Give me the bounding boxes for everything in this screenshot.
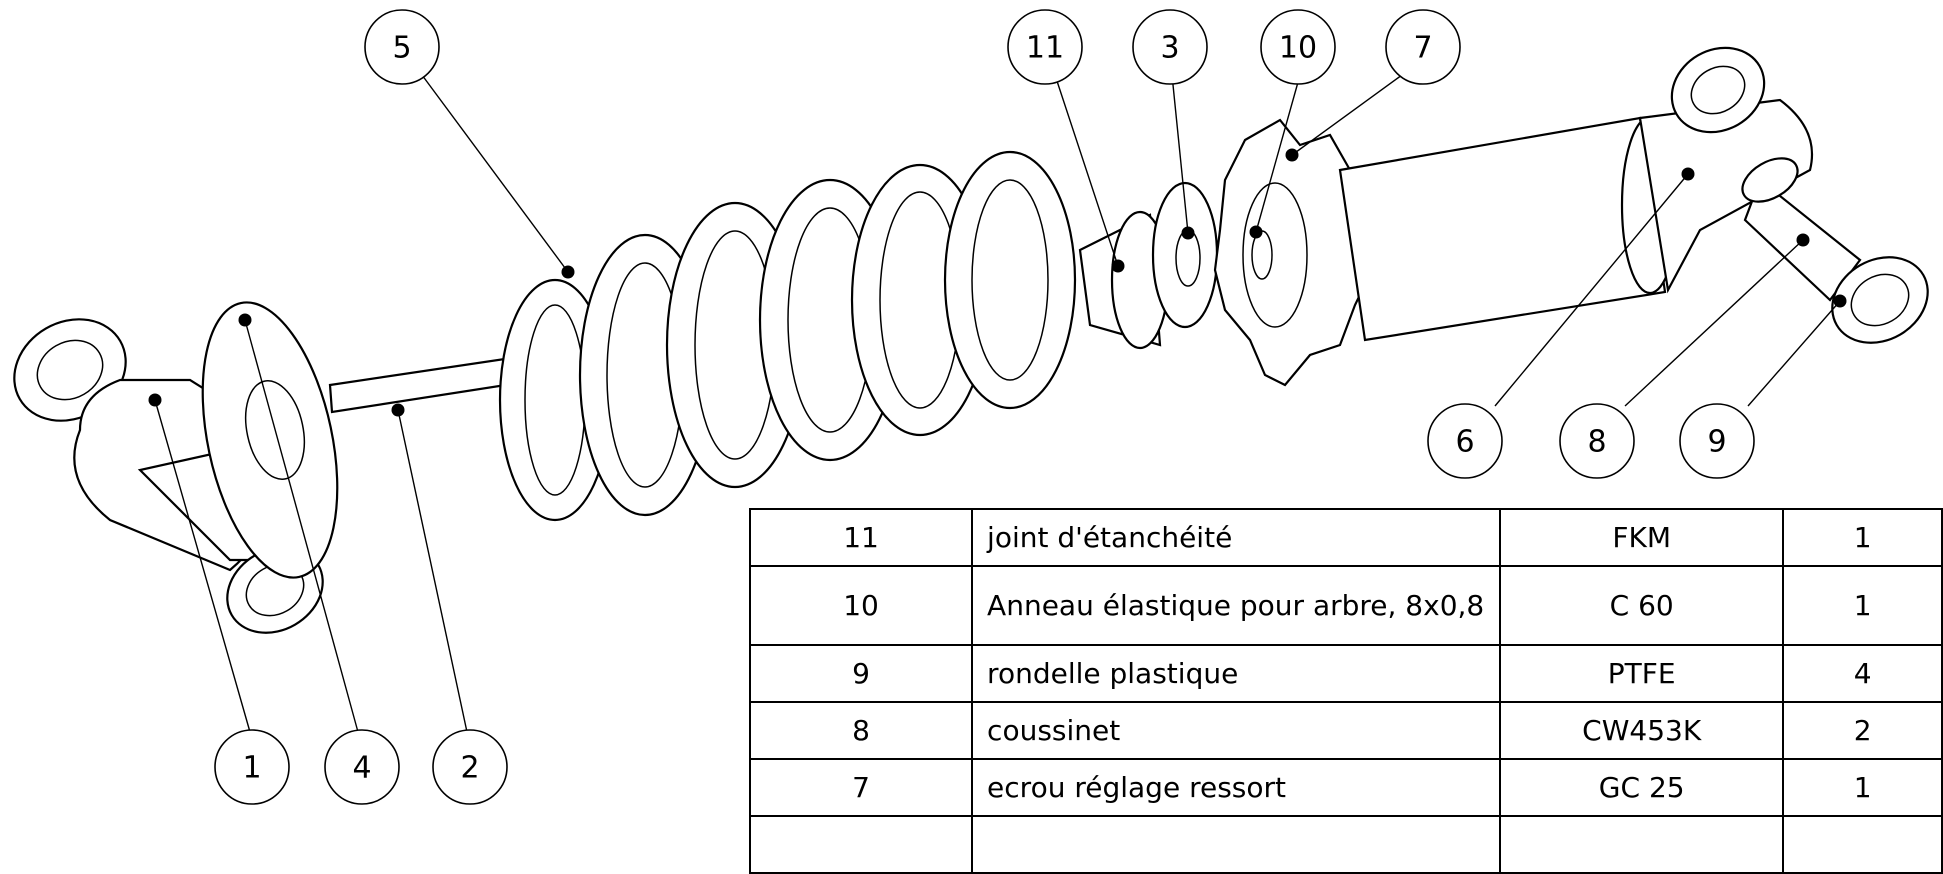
- svg-text:4: 4: [352, 751, 371, 786]
- svg-text:1: 1: [242, 751, 261, 786]
- bom-designation: joint d'étanchéité: [971, 508, 1502, 567]
- bom-row: 9 rondelle plastique PTFE 4: [748, 644, 1943, 703]
- bom-material: FKM: [1499, 508, 1785, 567]
- bom-material: [1499, 815, 1785, 874]
- svg-text:8: 8: [1587, 425, 1606, 460]
- svg-text:5: 5: [392, 31, 411, 66]
- bom-item-number: 9: [748, 644, 974, 703]
- svg-text:6: 6: [1455, 425, 1474, 460]
- part-9-plastic-washer: [1831, 256, 1929, 344]
- leader-lines: [154, 74, 1841, 733]
- bom-quantity: 2: [1782, 701, 1943, 760]
- balloon-2: 2: [432, 729, 508, 805]
- bom-quantity: 1: [1782, 508, 1943, 567]
- bill-of-materials-table: 11 joint d'étanchéité FKM 1 10 Anneau él…: [748, 508, 1943, 874]
- balloon-5: 5: [364, 9, 440, 85]
- bom-designation: Anneau élastique pour arbre, 8x0,8: [971, 565, 1502, 646]
- bom-item-number: 7: [748, 758, 974, 817]
- bom-row: 10 Anneau élastique pour arbre, 8x0,8 C …: [748, 565, 1943, 646]
- balloon-1: 1: [214, 729, 290, 805]
- bom-item-number: 8: [748, 701, 974, 760]
- bom-row: 11 joint d'étanchéité FKM 1: [748, 508, 1943, 567]
- bom-item-number: 11: [748, 508, 974, 567]
- leader-dots: [148, 148, 1847, 417]
- svg-text:11: 11: [1026, 31, 1064, 66]
- svg-text:7: 7: [1413, 31, 1432, 66]
- balloon-3: 3: [1132, 9, 1208, 85]
- svg-text:3: 3: [1160, 31, 1179, 66]
- bom-designation: rondelle plastique: [971, 644, 1502, 703]
- balloon-9: 9: [1679, 403, 1755, 479]
- bom-designation: ecrou réglage ressort: [971, 758, 1502, 817]
- bom-designation: [971, 815, 1502, 874]
- svg-text:10: 10: [1279, 31, 1317, 66]
- bom-material: C 60: [1499, 565, 1785, 646]
- bom-designation: coussinet: [971, 701, 1502, 760]
- part-8-bushing: [1741, 157, 1862, 302]
- bom-row: 7 ecrou réglage ressort GC 25 1: [748, 758, 1943, 817]
- balloon-10: 10: [1260, 9, 1336, 85]
- bom-material: GC 25: [1499, 758, 1785, 817]
- balloon-6: 6: [1427, 403, 1503, 479]
- part-5-coil-spring: [498, 150, 1077, 522]
- bom-quantity: 1: [1782, 565, 1943, 646]
- bom-quantity: [1782, 815, 1943, 874]
- part-6-damper-body: [1338, 46, 1814, 342]
- bom-material: CW453K: [1499, 701, 1785, 760]
- balloon-8: 8: [1559, 403, 1635, 479]
- bom-item-number: [748, 815, 974, 874]
- part-4-spring-cup: [201, 301, 339, 579]
- balloon-11: 11: [1007, 9, 1083, 85]
- bom-material: PTFE: [1499, 644, 1785, 703]
- bom-item-number: 10: [748, 565, 974, 646]
- svg-text:2: 2: [460, 751, 479, 786]
- exploded-assembly-drawing: 5 11 3 10 7 6 8 9 1 4 2: [13, 9, 1929, 805]
- svg-text:9: 9: [1707, 425, 1726, 460]
- bom-row: [748, 815, 1943, 874]
- balloon-7: 7: [1385, 9, 1461, 85]
- bom-quantity: 1: [1782, 758, 1943, 817]
- bom-quantity: 4: [1782, 644, 1943, 703]
- part-7-adjuster-nut: [1213, 118, 1377, 387]
- bom-row: 8 coussinet CW453K 2: [748, 701, 1943, 760]
- balloon-4: 4: [324, 729, 400, 805]
